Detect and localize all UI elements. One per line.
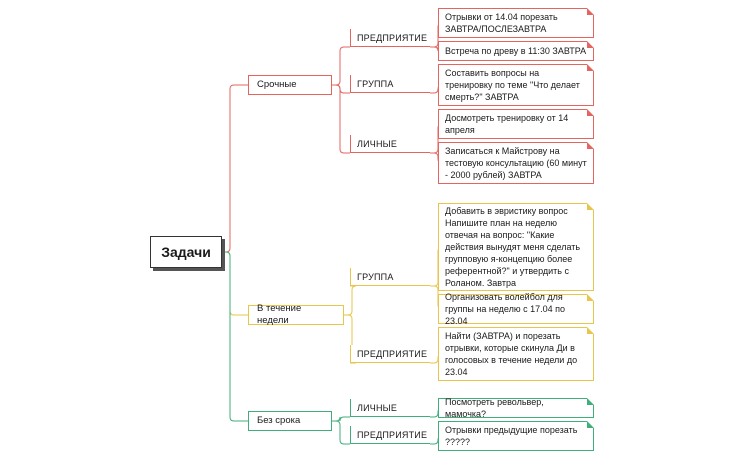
group-label: ЛИЧНЫЕ: [357, 402, 398, 413]
task-card[interactable]: Встреча по древу в 11:30 ЗАВТРА: [438, 41, 594, 61]
card-corner-fold: [587, 294, 594, 301]
task-text: Досмотреть тренировку от 14 апреля: [445, 113, 569, 135]
connector-category-group: [332, 84, 350, 154]
category-label: В течение недели: [257, 303, 302, 326]
connector-category-group: [332, 84, 350, 94]
task-card[interactable]: Добавить в эвристику вопрос Напишите пла…: [438, 203, 594, 291]
category-label: Без срока: [257, 415, 301, 426]
task-text: Добавить в эвристику вопрос Напишите пла…: [445, 206, 581, 288]
group-label: ПРЕДПРИЯТИЕ: [357, 429, 428, 440]
task-text: Записаться к Майстрову на тестовую консу…: [445, 146, 587, 180]
root-label: Задачи: [161, 244, 211, 260]
group-week-group[interactable]: ГРУППА: [350, 268, 430, 286]
task-text: Отрывки от 14.04 порезать ЗАВТРА/ПОСЛЕЗА…: [445, 12, 558, 34]
task-card[interactable]: Записаться к Майстрову на тестовую консу…: [438, 142, 594, 184]
group-label: ЛИЧНЫЕ: [357, 138, 398, 149]
group-urgent-enterprise[interactable]: ПРЕДПРИЯТИЕ: [350, 29, 430, 47]
connector-category-group: [332, 46, 350, 86]
connector-root-category: [222, 251, 248, 316]
category-urgent[interactable]: Срочные: [248, 75, 332, 95]
task-card[interactable]: Отрывки от 14.04 порезать ЗАВТРА/ПОСЛЕЗА…: [438, 8, 594, 38]
connector-root-category: [222, 251, 248, 422]
task-card[interactable]: Досмотреть тренировку от 14 апреля: [438, 109, 594, 139]
task-card[interactable]: Найти (ЗАВТРА) и порезать отрывки, котор…: [438, 327, 594, 381]
card-corner-fold: [587, 41, 594, 48]
category-week[interactable]: В течение недели: [248, 303, 344, 326]
task-card[interactable]: Отрывки предыдущие порезать ?????: [438, 421, 594, 451]
card-corner-fold: [587, 142, 594, 149]
card-corner-fold: [587, 421, 594, 428]
root-node[interactable]: Задачи: [150, 236, 222, 268]
group-label: ПРЕДПРИЯТИЕ: [357, 32, 428, 43]
group-urgent-personal[interactable]: ЛИЧНЫЕ: [350, 135, 430, 153]
group-nodeadline-enterprise[interactable]: ПРЕДПРИЯТИЕ: [350, 426, 430, 444]
group-week-enterprise[interactable]: ПРЕДПРИЯТИЕ: [350, 345, 430, 363]
connector-category-group: [332, 416, 350, 422]
task-card[interactable]: Посмотреть револьвер, мамочка?: [438, 397, 594, 419]
task-text: Отрывки предыдущие порезать ?????: [445, 425, 578, 447]
card-corner-fold: [587, 398, 594, 405]
group-label: ГРУППА: [357, 78, 394, 89]
group-nodeadline-personal[interactable]: ЛИЧНЫЕ: [350, 399, 430, 417]
group-label: ГРУППА: [357, 271, 394, 282]
category-label: Срочные: [257, 79, 297, 90]
card-corner-fold: [587, 8, 594, 15]
category-no-deadline[interactable]: Без срока: [248, 411, 332, 431]
card-corner-fold: [587, 109, 594, 116]
connector-category-group: [332, 420, 350, 445]
card-corner-fold: [587, 64, 594, 71]
task-text: Встреча по древу в 11:30 ЗАВТРА: [445, 46, 587, 56]
task-text: Организовать волейбол для группы на неде…: [445, 292, 566, 326]
card-corner-fold: [587, 203, 594, 210]
group-urgent-group[interactable]: ГРУППА: [350, 75, 430, 93]
connector-root-category: [222, 84, 248, 253]
task-card[interactable]: Организовать волейбол для группы на неде…: [438, 292, 594, 326]
task-text: Найти (ЗАВТРА) и порезать отрывки, котор…: [445, 331, 578, 377]
task-text: Составить вопросы на тренировку по теме …: [445, 68, 580, 102]
group-label: ПРЕДПРИЯТИЕ: [357, 348, 428, 359]
card-corner-fold: [587, 327, 594, 334]
connector-category-group: [344, 285, 357, 316]
task-text: Посмотреть револьвер, мамочка?: [445, 397, 544, 419]
task-card[interactable]: Составить вопросы на тренировку по теме …: [438, 64, 594, 106]
